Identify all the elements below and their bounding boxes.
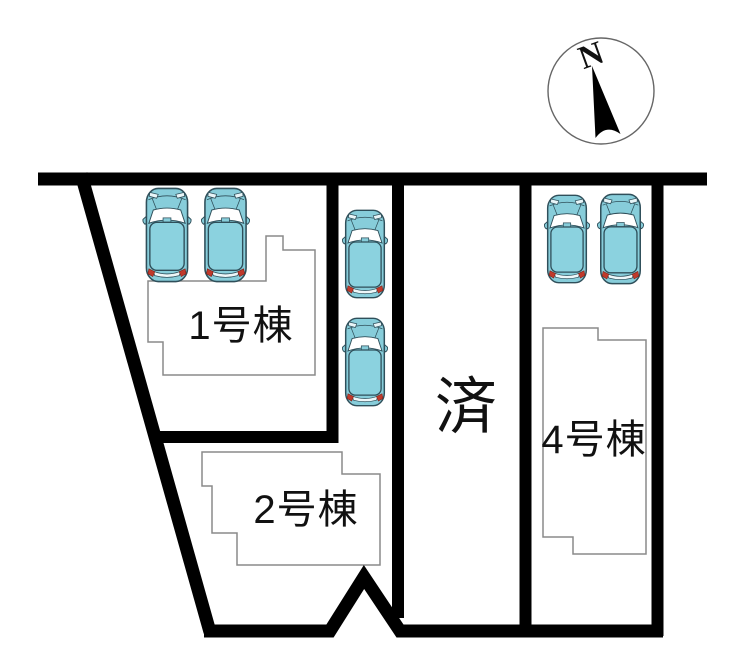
sold-status-label: 済: [434, 373, 497, 442]
car-icon: [342, 209, 388, 299]
boundary-left-slant-line: [74, 172, 217, 634]
boundary-bottom-line-with-notch: [204, 565, 663, 638]
car-icon: [544, 194, 590, 284]
building-2-label: 2号棟: [253, 488, 359, 532]
compass-needle-icon: [592, 66, 621, 138]
building-4-label: 4号棟: [541, 418, 647, 462]
car-icon: [597, 193, 644, 285]
lot1-lot2-divider-line: [153, 174, 339, 443]
car-icon: [201, 187, 250, 283]
compass: N: [547, 35, 655, 145]
building-1-label: 1号棟: [188, 304, 294, 348]
building-1-footprint: [147, 235, 316, 376]
building-4-footprint: [542, 327, 647, 555]
building-2-footprint: [201, 451, 381, 566]
car-icon: [342, 317, 388, 407]
car-icon: [142, 187, 192, 283]
